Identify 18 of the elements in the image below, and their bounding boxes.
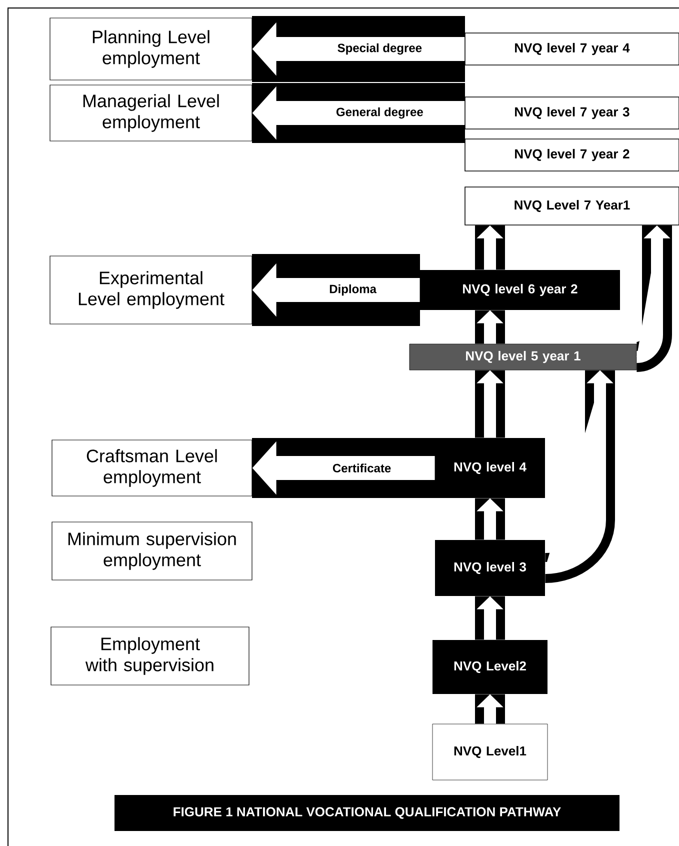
caption-banner: FIGURE 1 NATIONAL VOCATIONAL QUALIFICATION PATHWAY xyxy=(114,795,620,831)
level-box: NVQ level 7 year 2 xyxy=(464,138,679,172)
employment-box: Employment with supervision xyxy=(50,626,250,686)
employment-box: Minimum supervision employment xyxy=(52,522,252,580)
level-box: NVQ level 6 year 2 xyxy=(420,270,620,310)
level-box: NVQ level 7 year 3 xyxy=(464,96,679,130)
edge-label: Certificate xyxy=(331,462,392,474)
level-box: NVQ Level 7 Year1 xyxy=(464,186,679,226)
edge-label: General degree xyxy=(335,106,424,120)
level-box: NVQ Level1 xyxy=(432,724,548,780)
edge-label: Diploma xyxy=(328,283,378,297)
level-box: NVQ level 7 year 4 xyxy=(464,32,679,66)
level-box: NVQ level 4 xyxy=(435,438,545,498)
level-box: NVQ Level2 xyxy=(432,640,548,694)
level-box: NVQ level 5 year 1 xyxy=(409,344,637,370)
edge-label: Special degree xyxy=(336,42,424,56)
level-box: NVQ level 3 xyxy=(435,540,545,596)
node-label: NVQ level 4 xyxy=(454,462,526,474)
